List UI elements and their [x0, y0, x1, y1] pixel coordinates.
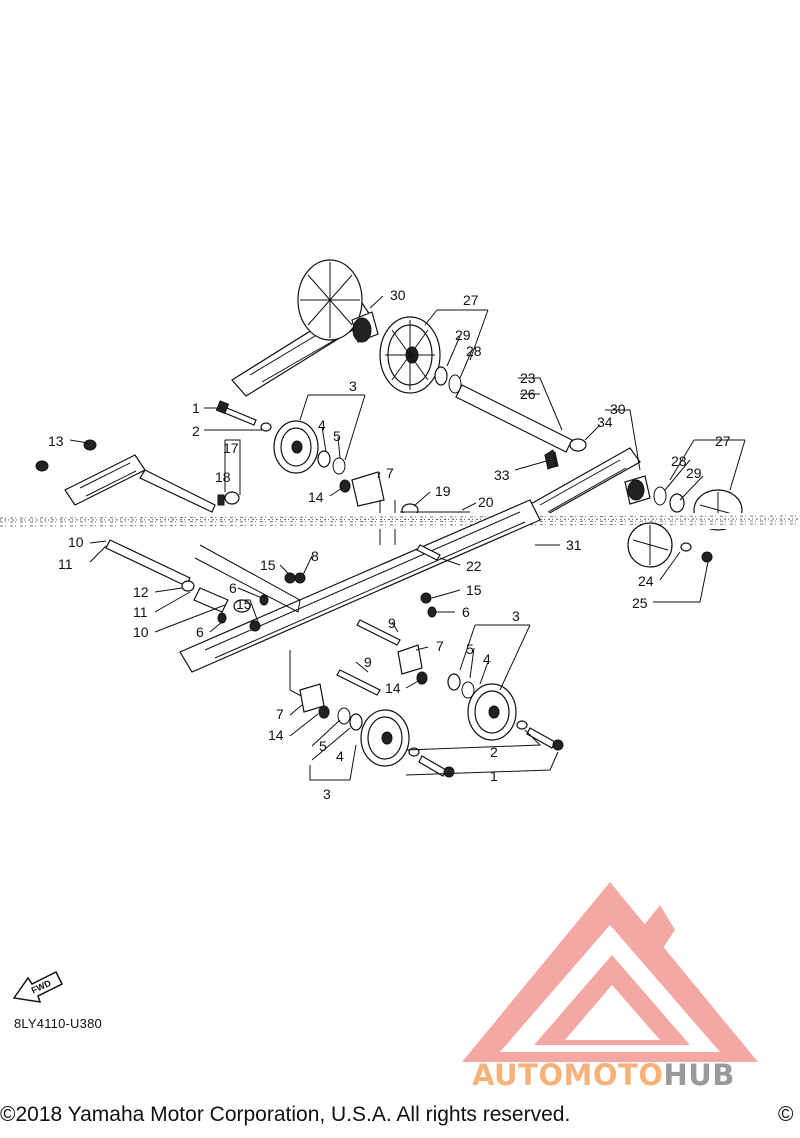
callout-23: 23	[520, 370, 536, 386]
bolt-22	[416, 544, 441, 561]
idler-wheel-27-upper	[379, 316, 441, 394]
bolt-9-lower	[336, 669, 381, 696]
callout-5: 5	[333, 428, 341, 444]
wheel-3-left	[273, 420, 319, 474]
callout-1: 1	[490, 768, 498, 784]
upper-rear-arm	[231, 259, 373, 397]
callout-6: 6	[462, 604, 470, 620]
washer-bolt-24-25	[680, 542, 713, 563]
callout-4: 4	[483, 651, 491, 667]
bracket-7-upper	[339, 471, 385, 507]
callout-29: 29	[455, 327, 471, 343]
copyright-text: ©2018 Yamaha Motor Corporation, U.S.A. A…	[0, 1103, 571, 1126]
upper-right-rail	[519, 447, 641, 525]
callout-20: 20	[478, 494, 494, 510]
leader-lines	[69, 295, 746, 781]
callout-5: 5	[466, 641, 474, 657]
retainer-33	[544, 449, 557, 470]
callout-10: 10	[68, 534, 84, 550]
logo-word-part2: HUB	[663, 1058, 735, 1092]
callout-9: 9	[388, 615, 396, 631]
callout-6: 6	[196, 624, 204, 640]
callout-25: 25	[632, 595, 648, 611]
callout-11: 11	[133, 604, 148, 620]
callout-10: 10	[133, 624, 149, 640]
callout-5: 5	[319, 738, 327, 754]
callout-34: 34	[597, 414, 613, 430]
idler-wheel-27-lower	[627, 522, 673, 568]
callout-17: 17	[223, 440, 239, 456]
shaft-11-lower	[105, 539, 191, 587]
spacer-29-28-upper	[434, 366, 462, 394]
callout-9: 9	[364, 654, 372, 670]
logo-word-part1: AUTOMOTO	[472, 1058, 664, 1092]
callout-30: 30	[390, 287, 406, 303]
automotohub-logo-text: AUTOMOTOHUB	[472, 1058, 735, 1092]
callout-30: 30	[610, 401, 626, 417]
bolt-18	[217, 491, 240, 506]
spacer-28-29-right	[653, 486, 685, 513]
bolt-6-group	[217, 594, 437, 624]
callout-3: 3	[349, 378, 357, 394]
callouts: 30 27 29 28 23 26 30 34 27 28 29 3 1 2 4…	[48, 287, 731, 802]
callout-4: 4	[318, 417, 326, 433]
callout-24: 24	[638, 573, 654, 589]
bolt-9-upper	[356, 619, 401, 646]
callout-33: 33	[494, 467, 510, 483]
callout-27: 27	[463, 292, 479, 308]
nut-15-group	[249, 572, 432, 632]
bearing-4-5-left	[317, 450, 346, 475]
nut-13	[35, 439, 97, 472]
callout-19: 19	[435, 483, 451, 499]
callout-28: 28	[671, 453, 687, 469]
bushing-34	[569, 438, 587, 452]
bracket-7-left	[289, 650, 330, 719]
collar-12-10	[181, 580, 251, 613]
diagram-code: 8LY4110-U380	[14, 1016, 102, 1031]
copyright-symbol-cut: ©	[778, 1103, 794, 1126]
callout-3: 3	[512, 608, 520, 624]
callout-1: 1	[192, 400, 200, 416]
callout-15: 15	[260, 557, 276, 573]
callout-22: 22	[466, 558, 482, 574]
callout-3: 3	[323, 786, 331, 802]
fwd-arrow-icon: FWD	[12, 970, 64, 1003]
bearing-30-upper	[351, 311, 379, 343]
bracket-7-right	[397, 644, 428, 685]
wheel-3-right	[447, 673, 517, 741]
bolts-1-2-lower	[408, 720, 564, 778]
callout-26: 26	[520, 386, 536, 402]
callout-29: 29	[686, 465, 702, 481]
callout-7: 7	[436, 638, 444, 654]
callout-13: 13	[48, 433, 64, 449]
callout-27: 27	[715, 433, 731, 449]
callout-2: 2	[490, 744, 498, 760]
callout-15: 15	[236, 596, 252, 612]
callout-14: 14	[308, 489, 324, 505]
callout-18: 18	[215, 469, 231, 485]
left-rail-upper	[64, 454, 216, 513]
bolt-1-left	[215, 400, 257, 426]
callout-4: 4	[336, 748, 344, 764]
callout-14: 14	[268, 727, 284, 743]
callout-8: 8	[311, 548, 319, 564]
callout-14: 14	[385, 680, 401, 696]
callout-12: 12	[133, 584, 149, 600]
automotohub-logo-mark	[462, 882, 758, 1062]
callout-31: 31	[566, 537, 582, 553]
callout-7: 7	[386, 465, 394, 481]
callout-2: 2	[192, 423, 200, 439]
callout-7: 7	[276, 706, 284, 722]
callout-15: 15	[466, 582, 482, 598]
shaft-26	[455, 384, 573, 453]
bearing-30-right	[624, 475, 651, 505]
callout-11: 11	[58, 556, 73, 572]
wheel-3-bottom	[337, 707, 410, 767]
washer-2-left	[260, 422, 272, 432]
callout-6: 6	[229, 580, 237, 596]
scan-noise-band	[0, 513, 800, 529]
callout-28: 28	[466, 343, 482, 359]
